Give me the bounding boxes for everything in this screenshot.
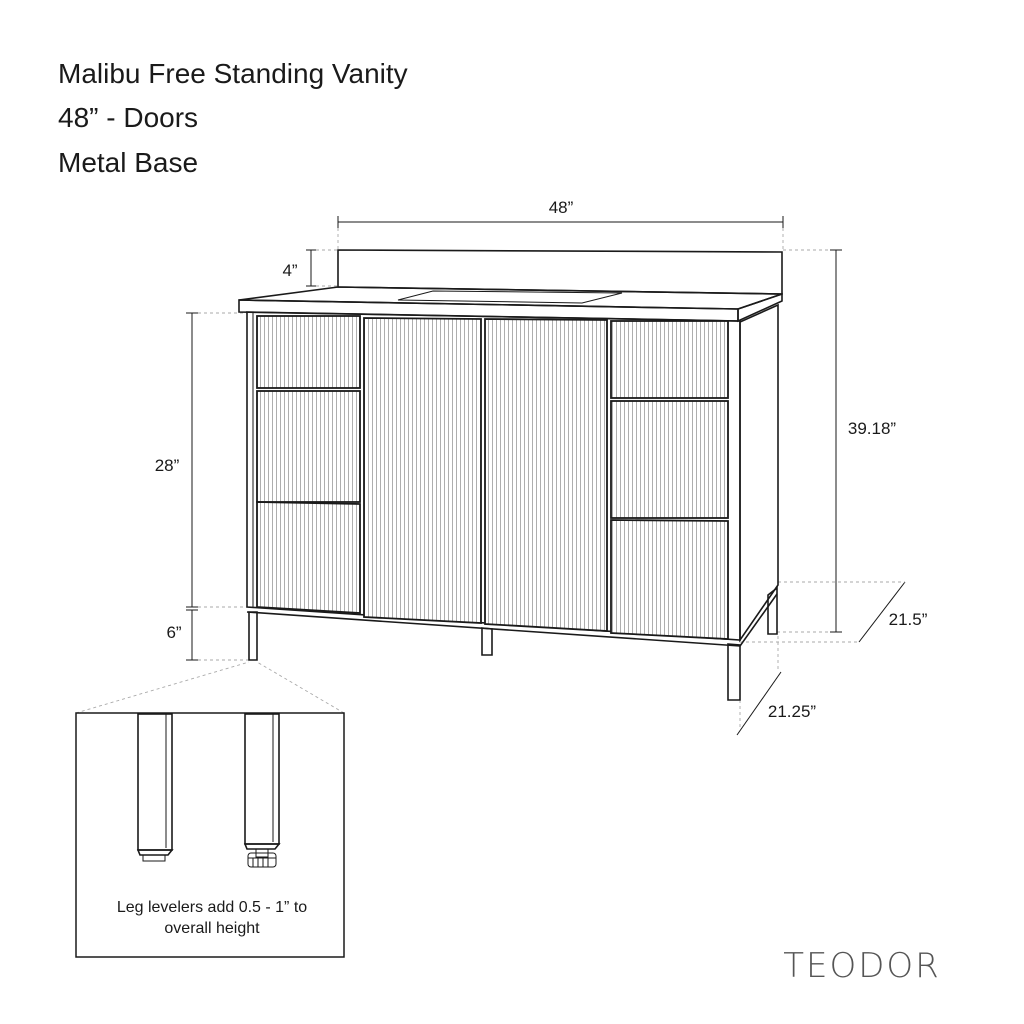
top-depth-dimension: 21.5” bbox=[740, 581, 928, 643]
drawer-right-bottom bbox=[610, 519, 729, 640]
leg-leveler-detail: Leg levelers add 0.5 - 1” to overall hei… bbox=[75, 661, 345, 958]
base-depth-dimension: 21.25” bbox=[736, 636, 817, 736]
drawer-right-middle bbox=[610, 400, 729, 519]
leveler-note-line1: Leg levelers add 0.5 - 1” to bbox=[117, 899, 307, 916]
cabinet-height-dimension: 28” bbox=[155, 312, 247, 608]
door-right bbox=[484, 318, 608, 632]
door-left bbox=[363, 317, 482, 624]
leveler-note-line2: overall height bbox=[164, 920, 260, 937]
top-depth-label: 21.5” bbox=[889, 610, 928, 629]
width-dimension: 48” bbox=[337, 198, 784, 250]
title-size: 48” - Doors bbox=[58, 102, 199, 133]
base-depth-label: 21.25” bbox=[768, 702, 817, 721]
leg-front-right bbox=[727, 643, 741, 701]
drawer-right-top bbox=[610, 320, 729, 399]
brand-logo: TEODOR bbox=[783, 946, 941, 986]
backsplash-dimension: 4” bbox=[282, 249, 338, 287]
width-label: 48” bbox=[549, 198, 574, 217]
sink-outline bbox=[397, 290, 623, 304]
leg-without-leveler bbox=[136, 713, 174, 862]
drawer-left-top bbox=[256, 315, 361, 389]
drawer-left-middle bbox=[256, 390, 361, 503]
leg-height-label: 6” bbox=[166, 623, 181, 642]
title-product: Malibu Free Standing Vanity bbox=[58, 58, 408, 89]
total-height-dimension: 39.18” bbox=[777, 249, 897, 633]
leg-with-leveler bbox=[243, 713, 281, 868]
vanity bbox=[238, 249, 783, 701]
backsplash-label: 4” bbox=[282, 261, 297, 280]
cabinet-height-label: 28” bbox=[155, 456, 180, 475]
leg-back-right bbox=[767, 586, 778, 635]
drawer-left-bottom bbox=[256, 501, 361, 614]
leg-height-dimension: 6” bbox=[166, 609, 249, 661]
total-height-label: 39.18” bbox=[848, 419, 897, 438]
leg-back-middle bbox=[481, 627, 493, 656]
title-base: Metal Base bbox=[58, 147, 199, 178]
leg-front-left bbox=[248, 611, 258, 661]
